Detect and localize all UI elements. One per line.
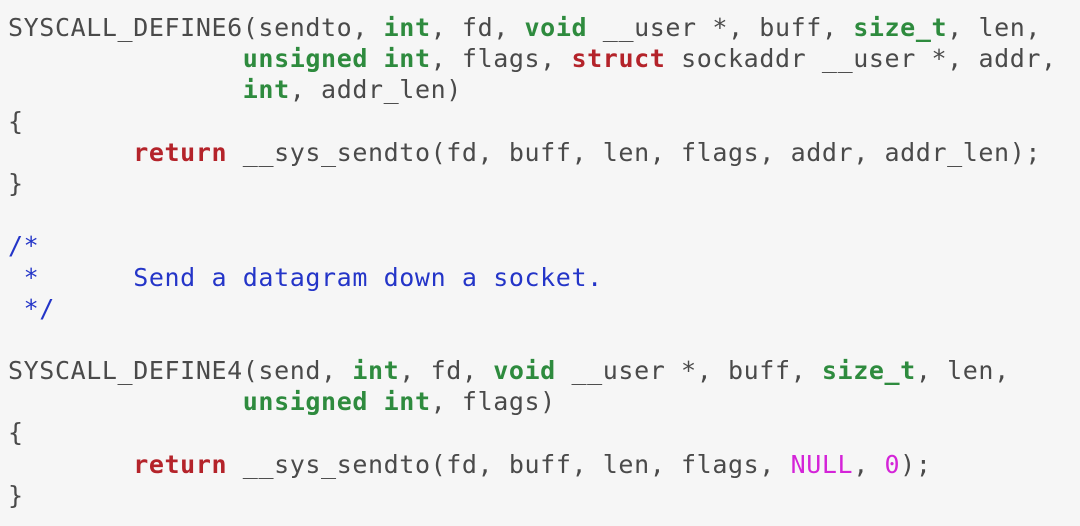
comment-text: /* bbox=[8, 231, 40, 261]
code-line: * Send a datagram down a socket. bbox=[8, 262, 1080, 293]
code-text bbox=[8, 138, 133, 167]
code-text: { bbox=[8, 418, 24, 448]
code-line: SYSCALL_DEFINE4(send, int, fd, void __us… bbox=[8, 355, 1080, 386]
type-keyword: unsigned bbox=[242, 387, 368, 417]
code-text: , len, bbox=[915, 356, 1010, 386]
code-text: , flags, bbox=[430, 44, 572, 74]
comment-text: */ bbox=[8, 293, 55, 323]
code-text: __sys_sendto(fd, buff, len, flags, bbox=[227, 449, 791, 479]
code-text: } bbox=[8, 480, 24, 510]
code-text bbox=[8, 75, 243, 104]
code-line: return __sys_sendto(fd, buff, len, flags… bbox=[8, 449, 1080, 480]
type-keyword: void bbox=[493, 356, 556, 386]
code-line: SYSCALL_DEFINE6(sendto, int, fd, void __… bbox=[8, 12, 1080, 43]
code-text: __user *, buff, bbox=[587, 13, 854, 42]
code-text bbox=[8, 387, 243, 416]
code-line: int, addr_len) bbox=[8, 74, 1080, 105]
code-line: unsigned int, flags, struct sockaddr __u… bbox=[8, 43, 1080, 74]
code-line bbox=[8, 199, 1080, 230]
code-text bbox=[368, 387, 384, 416]
type-keyword: int bbox=[383, 387, 431, 417]
constant-literal: 0 bbox=[884, 449, 901, 479]
type-keyword: size_t bbox=[821, 356, 916, 386]
type-keyword: unsigned bbox=[242, 44, 368, 74]
code-line: */ bbox=[8, 293, 1080, 324]
code-text: SYSCALL_DEFINE6(sendto, bbox=[8, 13, 384, 42]
code-text: , bbox=[853, 449, 885, 479]
type-keyword: int bbox=[242, 75, 290, 105]
struct-keyword: struct bbox=[571, 44, 666, 74]
code-line: return __sys_sendto(fd, buff, len, flags… bbox=[8, 137, 1080, 168]
comment-text: * Send a datagram down a socket. bbox=[8, 262, 603, 292]
return-keyword: return bbox=[133, 137, 228, 167]
code-text: sockaddr __user *, addr, bbox=[665, 44, 1057, 74]
code-line: unsigned int, flags) bbox=[8, 386, 1080, 417]
code-line bbox=[8, 324, 1080, 355]
code-block[interactable]: SYSCALL_DEFINE6(sendto, int, fd, void __… bbox=[8, 12, 1080, 511]
return-keyword: return bbox=[133, 449, 228, 479]
constant-literal: NULL bbox=[790, 449, 854, 479]
code-line: /* bbox=[8, 230, 1080, 261]
code-text: __sys_sendto(fd, buff, len, flags, addr,… bbox=[227, 137, 1042, 167]
code-text bbox=[8, 44, 243, 73]
code-text: , addr_len) bbox=[289, 75, 462, 105]
code-text: SYSCALL_DEFINE4(send, bbox=[8, 356, 353, 386]
code-line: } bbox=[8, 480, 1080, 511]
type-keyword: int bbox=[352, 356, 400, 386]
code-text: , flags) bbox=[430, 387, 556, 417]
code-text: } bbox=[8, 168, 24, 198]
type-keyword: size_t bbox=[853, 13, 948, 42]
type-keyword: int bbox=[383, 13, 431, 42]
code-line: { bbox=[8, 417, 1080, 448]
code-text: __user *, buff, bbox=[555, 356, 822, 386]
type-keyword: void bbox=[524, 13, 588, 42]
code-line: { bbox=[8, 106, 1080, 137]
code-text: ); bbox=[900, 449, 932, 479]
type-keyword: int bbox=[383, 44, 431, 74]
code-text: , fd, bbox=[399, 356, 494, 386]
code-text: , len, bbox=[947, 13, 1042, 42]
code-text: , fd, bbox=[430, 13, 525, 42]
code-line: } bbox=[8, 168, 1080, 199]
code-text bbox=[368, 44, 384, 73]
code-text: { bbox=[8, 106, 24, 136]
code-text bbox=[8, 450, 133, 479]
